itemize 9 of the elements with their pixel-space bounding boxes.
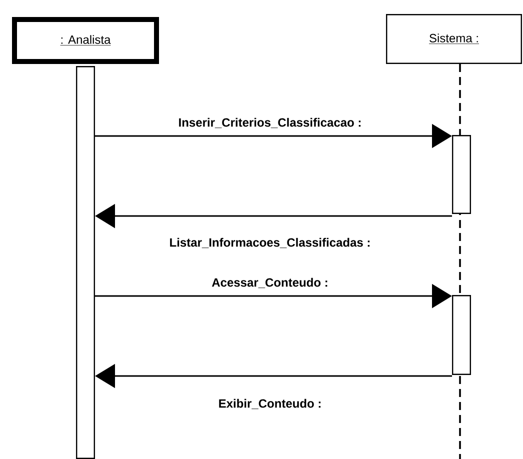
message-label: Inserir_Criterios_Classificacao : (179, 118, 361, 128)
activation-bar (452, 135, 471, 214)
object-box: Sistema : (386, 14, 522, 64)
activation-bar (452, 295, 471, 375)
message-label: Listar_Informacoes_Classificadas : (170, 238, 370, 248)
message-label: Exibir_Conteudo : (219, 398, 320, 410)
message-label: Acessar_Conteudo : (212, 278, 328, 288)
object-box: : Analista (12, 17, 159, 64)
activation-bar (76, 66, 95, 459)
